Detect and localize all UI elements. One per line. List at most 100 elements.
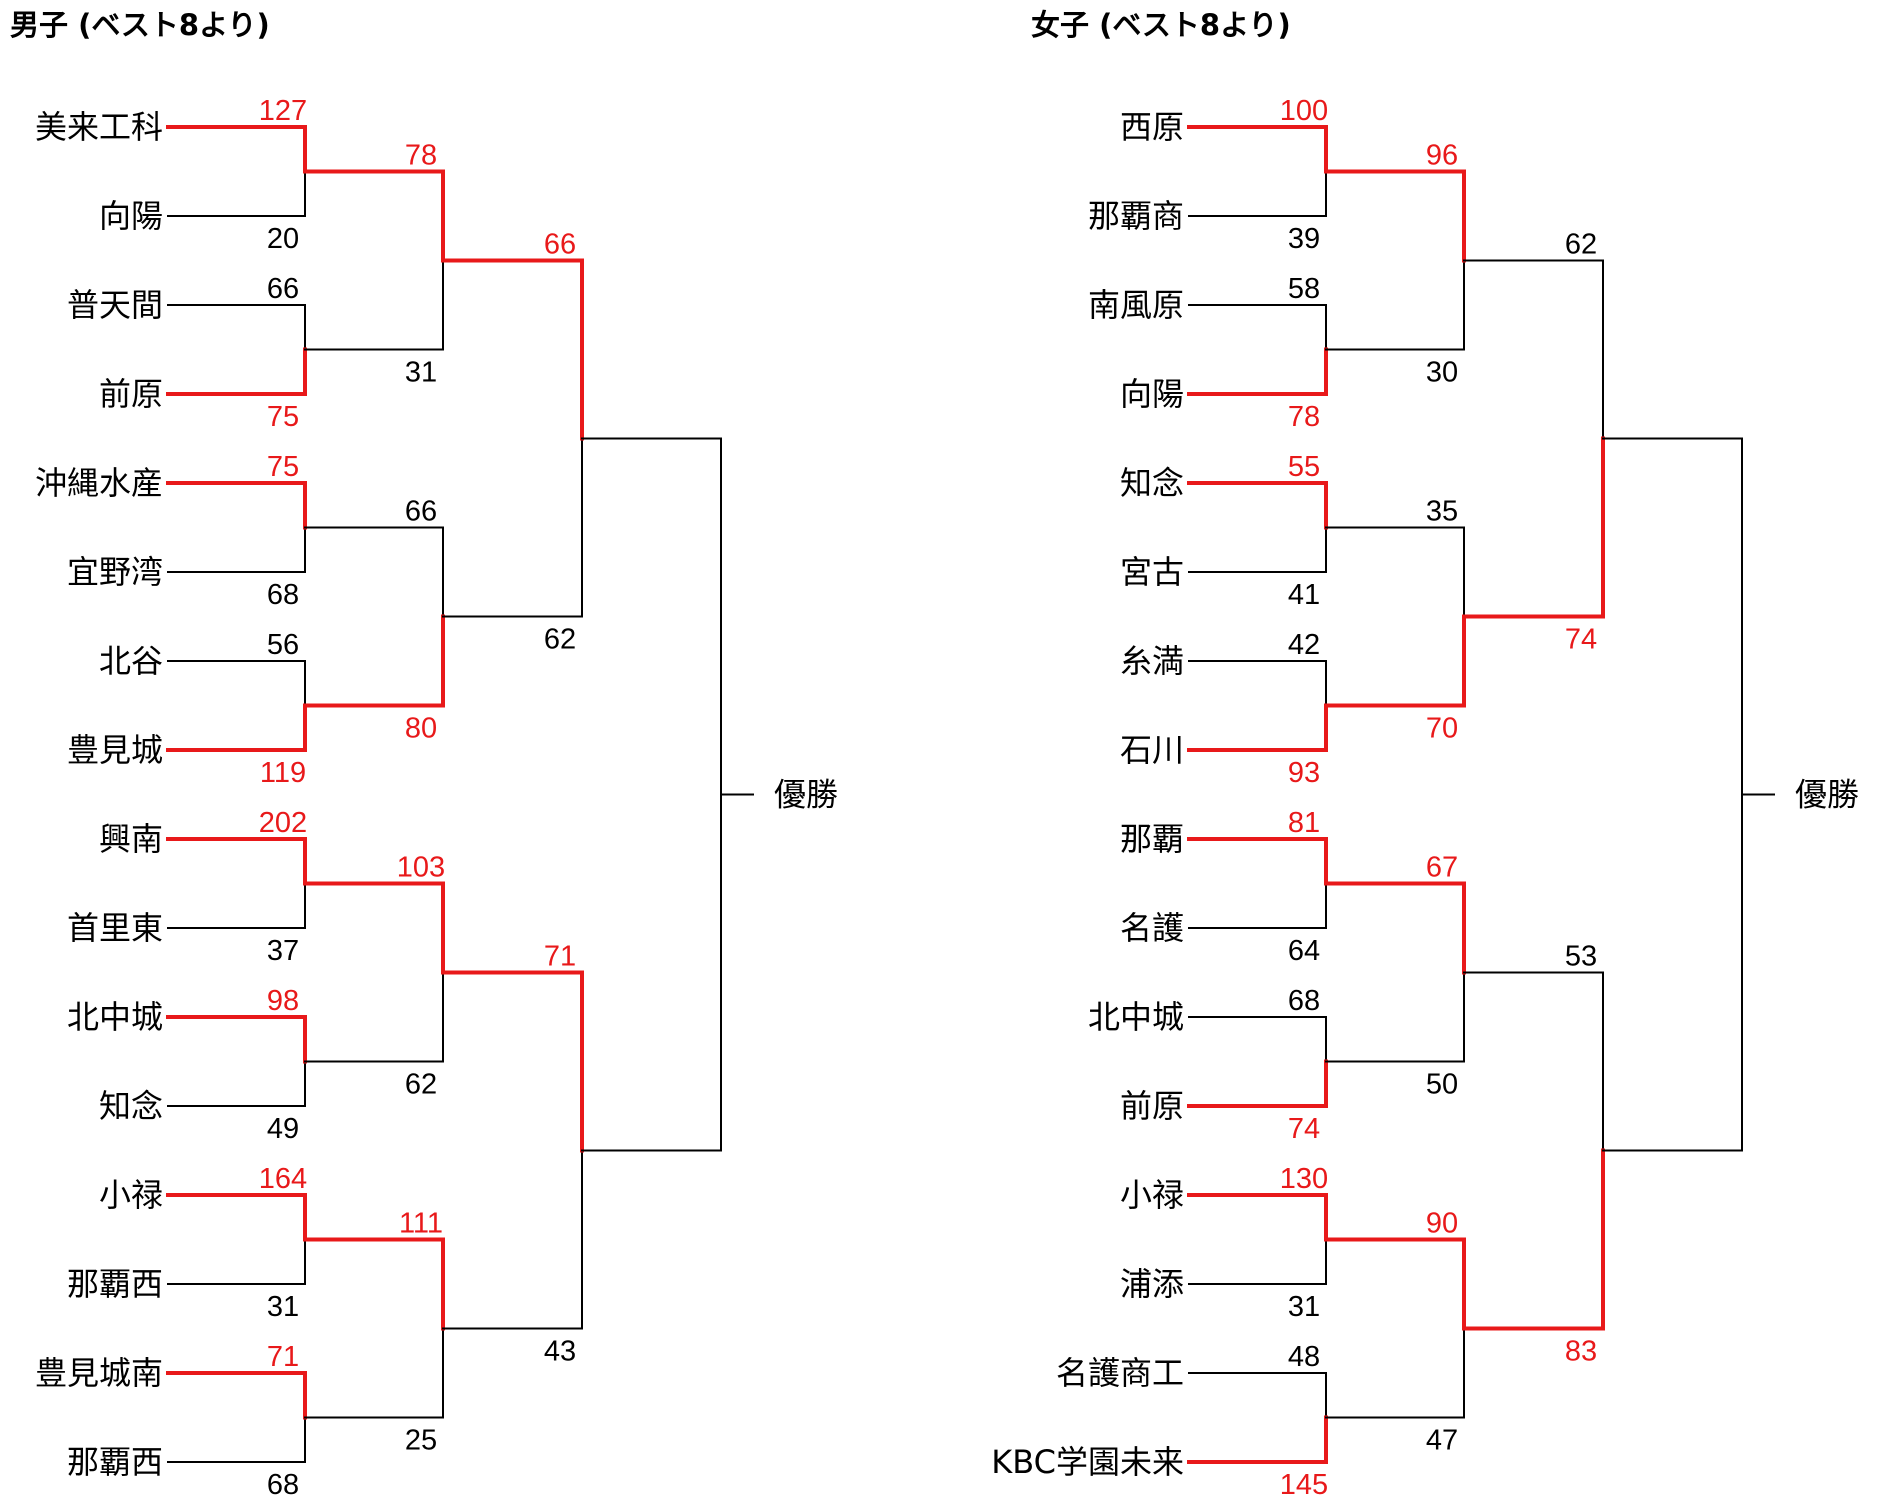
team-name: 前原 (1120, 1087, 1184, 1125)
bracket-line (167, 882, 306, 929)
score: 78 (1288, 401, 1320, 433)
bracket-line-winner (1324, 169, 1466, 263)
score: 62 (1565, 229, 1597, 261)
score: 103 (397, 852, 445, 884)
bracket-line-winner (1187, 1193, 1328, 1242)
score: 80 (405, 713, 437, 745)
bracket-line-winner (166, 481, 307, 530)
bracket-line (581, 437, 722, 1152)
bracket-line-winner (1324, 881, 1466, 975)
score: 145 (1280, 1469, 1328, 1500)
bracket-line-winner (1324, 1237, 1466, 1331)
score: 75 (267, 451, 299, 483)
team-name: 南風原 (1088, 286, 1184, 324)
bracket-line-winner (166, 125, 307, 174)
bracket-line (167, 1238, 306, 1285)
bracket-line-winner (1187, 1415, 1328, 1464)
score: 37 (267, 935, 299, 967)
score: 55 (1288, 451, 1320, 483)
team-name: 豊見城 (67, 731, 163, 769)
bracket-line-winner (441, 258, 584, 441)
bracket-title: 男子 (ベスト8より) (10, 8, 270, 42)
score: 35 (1426, 496, 1458, 528)
team-name: 知念 (1120, 464, 1184, 502)
score: 47 (1426, 1425, 1458, 1457)
score: 56 (267, 629, 299, 661)
team-name: 興南 (99, 820, 163, 858)
bracket-line (167, 1416, 306, 1463)
bracket-line (1188, 1016, 1327, 1063)
score: 71 (267, 1341, 299, 1373)
score: 130 (1280, 1163, 1328, 1195)
team-name: 宮古 (1120, 553, 1184, 591)
score: 127 (259, 95, 307, 127)
team-name: 石川 (1120, 731, 1184, 769)
score: 30 (1426, 357, 1458, 389)
bracket-line (1325, 1327, 1465, 1419)
team-name: 那覇商 (1088, 197, 1184, 235)
bracket-line (1188, 304, 1327, 351)
bracket-line-winner (1187, 347, 1328, 396)
bracket-line (1188, 170, 1327, 217)
team-name: 北中城 (67, 998, 163, 1036)
score: 67 (1426, 852, 1458, 884)
score: 74 (1565, 624, 1597, 656)
team-name: 浦添 (1120, 1265, 1184, 1303)
team-name: 西原 (1120, 108, 1184, 146)
bracket-line-winner (1324, 614, 1466, 708)
score: 62 (405, 1069, 437, 1101)
team-name: 北谷 (99, 642, 163, 680)
score: 58 (1288, 273, 1320, 305)
bracket-line-winner (1462, 1148, 1605, 1331)
team-name: 美来工科 (35, 108, 163, 146)
bracket-line-winner (1187, 703, 1328, 752)
score: 49 (267, 1113, 299, 1145)
score: 164 (259, 1163, 307, 1195)
team-name: 糸満 (1120, 642, 1184, 680)
score: 111 (399, 1208, 443, 1240)
score: 90 (1426, 1208, 1458, 1240)
team-name: 名護商工 (1056, 1354, 1184, 1392)
bracket-line-winner (303, 614, 445, 708)
team-name: 那覇西 (67, 1265, 163, 1303)
bracket-line-winner (303, 881, 445, 975)
bracket-line-winner (441, 970, 584, 1153)
bracket-line (1463, 259, 1604, 440)
team-name: 小禄 (1120, 1176, 1184, 1214)
score: 25 (405, 1425, 437, 1457)
score: 43 (544, 1336, 576, 1368)
bracket-line (1188, 660, 1327, 707)
bracket-line-winner (1187, 837, 1328, 886)
bracket-line (1602, 437, 1743, 1152)
bracket-line (1463, 971, 1604, 1152)
bracket-boys: 男子 (ベスト8より)美来工科向陽12720普天間前原6675沖縄水産宜野湾75… (10, 8, 838, 1500)
team-name: 知念 (99, 1087, 163, 1125)
score: 68 (267, 1469, 299, 1500)
score: 202 (259, 807, 307, 839)
bracket-line (167, 304, 306, 351)
team-name: 普天間 (67, 286, 163, 324)
score: 96 (1426, 140, 1458, 172)
score: 100 (1280, 95, 1328, 127)
team-name: KBC学園未来 (991, 1443, 1184, 1481)
score: 93 (1288, 757, 1320, 789)
champion-label: 優勝 (1795, 776, 1859, 814)
team-name: 那覇 (1120, 820, 1184, 858)
bracket-line-winner (166, 1193, 307, 1242)
bracket-line-winner (1187, 125, 1328, 174)
team-name: 北中城 (1088, 998, 1184, 1036)
score: 50 (1426, 1069, 1458, 1101)
bracket-line-winner (166, 837, 307, 886)
team-name: 向陽 (1120, 375, 1184, 413)
bracket-line (167, 526, 306, 573)
bracket-line-winner (166, 347, 307, 396)
score: 119 (260, 757, 306, 789)
team-name: 小禄 (99, 1176, 163, 1214)
bracket-line (1325, 526, 1465, 618)
team-name: 向陽 (99, 197, 163, 235)
bracket-line-winner (1187, 1059, 1328, 1108)
score: 75 (267, 401, 299, 433)
team-name: 宜野湾 (67, 553, 163, 591)
bracket-line (304, 1327, 444, 1419)
score: 83 (1565, 1336, 1597, 1368)
